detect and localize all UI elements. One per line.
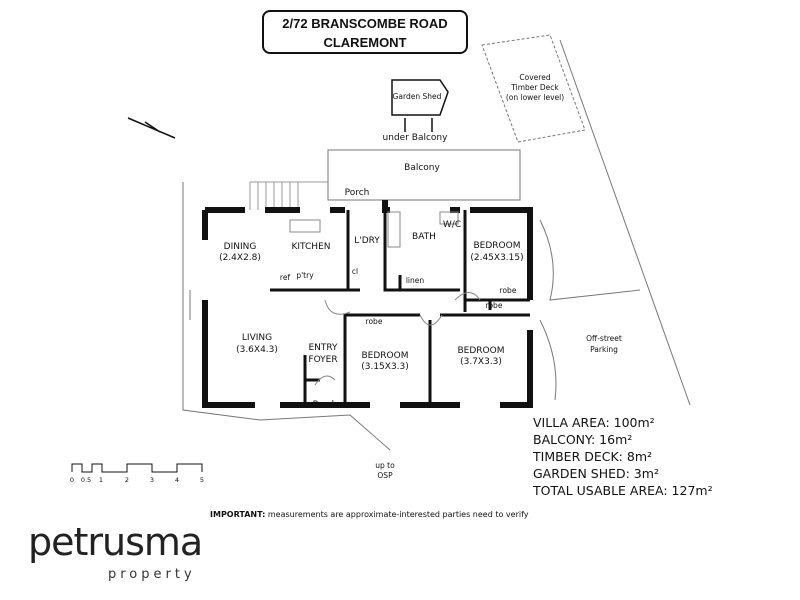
kitchen-label: KITCHEN [291,242,331,252]
address-title: 2/72 BRANSCOMBE ROAD CLAREMONT [262,10,468,54]
parking-label-1: Off-street [586,334,622,343]
scale-label: 1 [98,476,104,484]
garden-shed-label: Garden Shed [392,92,442,101]
cl-label: cl [351,267,359,276]
bedroom3-label: BEDROOM [457,346,505,356]
entry-label: ENTRY [308,343,338,353]
disclaimer-bold: IMPORTANT: [210,510,266,519]
area-line: BALCONY: 16m² [533,432,633,447]
scale-bar [71,463,203,473]
dining-size: (2.4X2.8) [219,253,261,263]
suburb-line: CLAREMONT [323,35,407,50]
north-arrow-icon [127,117,176,139]
scale-label: 3 [149,476,155,484]
bedroom2-label: BEDROOM [361,351,409,361]
area-line: VILLA AREA: 100m² [533,415,655,430]
bedroom3-size: (3.7X3.3) [460,357,502,367]
area-line: TIMBER DECK: 8m² [533,449,653,464]
deck-label-1: Covered [519,73,551,82]
timber-deck-outline [481,34,586,143]
bedroom1-label: BEDROOM [473,241,521,251]
dining-label: DINING [223,242,257,252]
under-balcony-label: under Balcony [382,133,448,143]
linen-label: linen [405,276,425,285]
bath-label: BATH [412,232,436,242]
area-summary: VILLA AREA: 100m² BALCONY: 16m² TIMBER D… [533,414,713,499]
area-line: GARDEN SHED: 3m² [533,466,659,481]
disclaimer: IMPORTANT: measurements are approximate-… [210,510,529,520]
area-line: TOTAL USABLE AREA: 127m² [533,483,713,498]
scale-label: 0.5 [80,476,92,484]
logo-sub: property [108,567,196,582]
wc-label: W/C [442,220,462,230]
robe-label: robe [499,286,517,295]
robe-label: robe [365,317,383,326]
living-label: LIVING [241,333,273,343]
laundry-label: L'DRY [354,236,380,246]
balcony-outline [327,149,521,201]
address-line: 2/72 BRANSCOMBE ROAD [282,16,448,31]
porch-bottom-label: Porch [312,400,338,410]
pantry-label: p'try [296,271,314,280]
bedroom2-size: (3.15X3.3) [361,362,409,372]
robe-label: robe [485,301,503,310]
scale-label: 0 [69,476,75,484]
balcony-label: Balcony [404,163,440,173]
garden-shed-outline [391,79,449,116]
porch-top-label: Porch [344,188,370,198]
foyer-label: FOYER [308,355,338,365]
deck-label-2: Timber Deck [511,83,559,92]
deck-label-3: (on lower level) [505,93,565,102]
ref-label: ref [279,273,291,282]
scale-label: 2 [124,476,130,484]
logo-name: petrusma [28,520,203,564]
up-to-label: up to [375,461,395,470]
walls [202,200,533,408]
living-size: (3.6X4.3) [236,345,278,355]
scale-label: 5 [199,476,205,484]
osp-label: OSP [377,471,393,480]
scale-label: 4 [174,476,180,484]
bedroom1-size: (2.45X3.15) [470,253,524,263]
disclaimer-text: measurements are approximate-interested … [265,510,529,519]
parking-label-2: Parking [590,345,618,354]
